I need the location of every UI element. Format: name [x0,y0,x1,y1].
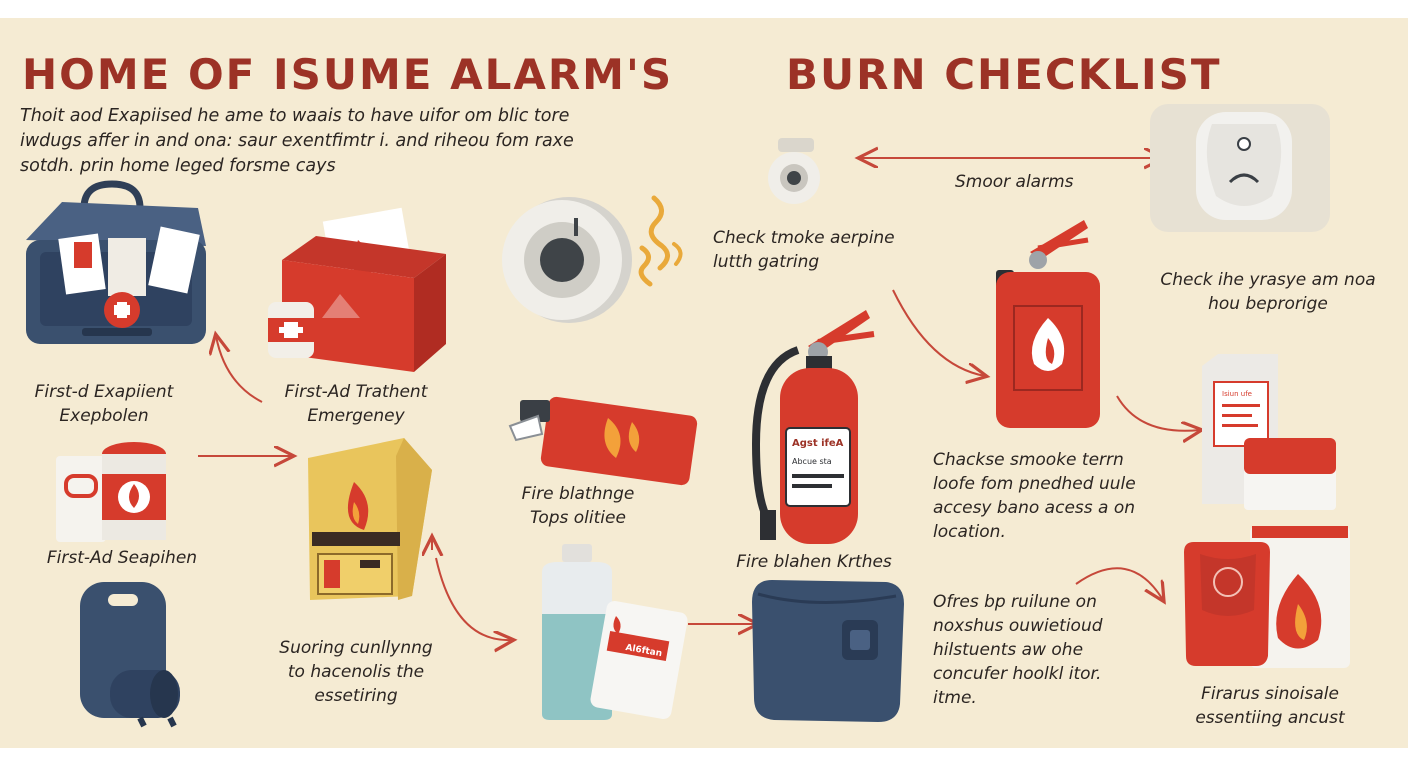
connector-arrows [198,18,1408,748]
backpack-icon [80,582,180,728]
caption-alarm-check: Check ihe yrasye am noa hou beprorige [1160,270,1376,314]
caption-smoke-alarms: Smoor alarms [955,172,1074,192]
fire-pouches-icon [1184,526,1350,668]
wall-smoke-alarm-icon [1150,104,1330,232]
caption-first-aid-bag: First-d Exapiient Exepbolen [34,382,174,426]
extinguisher-tag-sub: Abcue sta [792,457,832,466]
intro-text: Thoit aod Exapiised he ame to waais to h… [20,106,574,176]
arrow-up-kit [216,336,263,403]
fire-extinguisher-icon: Agst ifeA Abcue sta [751,310,875,544]
arrow-wall-box [1116,395,1200,431]
fire-blanket-pouch-icon [308,438,432,600]
fire-blanket-packet-icon [508,396,698,486]
caption-wallet-note: Ofres bp ruilune on noxshus ouwietioud h… [933,592,1103,708]
extinguisher-tag-text: Agst ifeA [792,438,844,449]
small-smoke-detector-icon [768,138,820,204]
storage-box-icon: Isiun ufe [1202,354,1336,510]
arrow-wallet-pouch [1075,567,1163,600]
caption-wall-extinguisher: Chackse smooke terrn loofe fom pnedhed u… [933,450,1136,542]
caption-fire-blanket-packet: Fire blathnge Tops olitiee [521,484,635,528]
caption-fire-extinguisher: Fire blahen Krthes [736,552,892,572]
box-label: Isiun ufe [1222,390,1252,398]
caption-fire-pouches: Firarus sinoisale essentiing ancust [1195,684,1345,728]
arrow-sensor-wall [892,289,985,376]
smoke-sensor-icon [502,195,683,323]
caption-first-aid-box: First-Ad Trathent Emergeney [284,382,428,426]
first-aid-bag-icon [26,180,206,344]
wall-extinguisher-icon [996,220,1100,428]
poster: HOME OF ISUME ALARM'S BURN CHECKLIST Tho… [0,18,1408,748]
first-aid-supplies-icon [56,442,166,542]
spray-bottle-icon: Al6ftan [542,544,688,720]
arrow-blanket-bottle [435,557,512,640]
wallet-icon [752,580,904,722]
title-left: HOME OF ISUME ALARM'S [22,50,674,99]
caption-smoke-sensor: Check tmoke aerpine lutth gatring [713,228,895,272]
caption-fire-blanket-pouch: Suoring cunllynng to hacenolis the esset… [279,638,433,706]
caption-first-aid-supplies: First-Ad Seapihen [46,548,198,568]
first-aid-box-icon [268,207,446,372]
title-right: BURN CHECKLIST [786,50,1222,99]
